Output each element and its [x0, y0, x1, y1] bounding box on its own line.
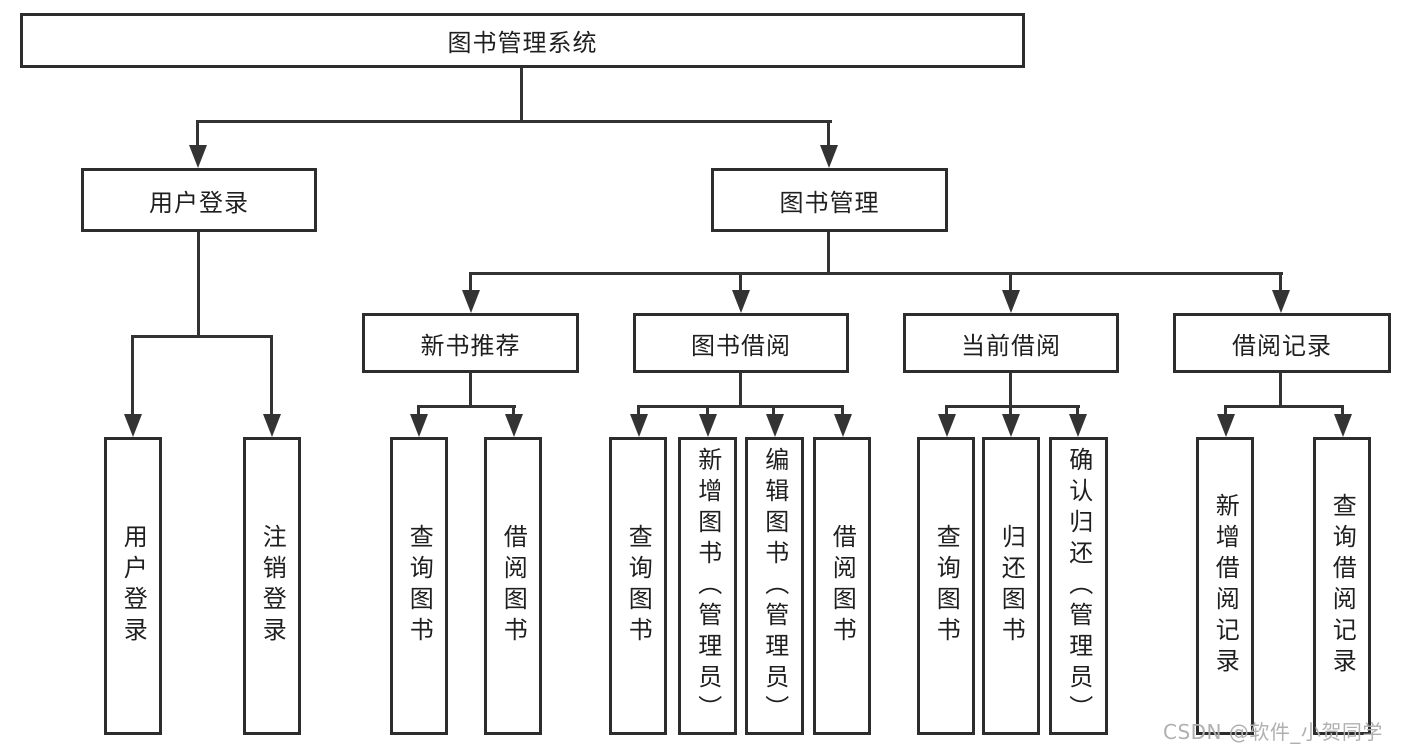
arrowhead-icon: [766, 414, 784, 437]
leaf-logout: 注销登录: [243, 437, 301, 735]
connector-line: [772, 405, 775, 419]
leaf-borrow-books-label: 借阅图书: [828, 524, 857, 648]
leaf-recommend-borrow-books-label: 借阅图书: [499, 524, 528, 648]
connector-line: [637, 405, 640, 419]
node-book-management-label: 图书管理: [779, 188, 880, 217]
connector-line: [637, 405, 844, 408]
arrowhead-icon: [505, 414, 523, 437]
connector-line: [131, 335, 134, 417]
leaf-edit-books-admin: 编辑图书（管理员）: [745, 437, 804, 735]
arrowhead-icon: [1272, 290, 1290, 313]
connector-line: [1279, 372, 1282, 408]
leaf-return-books: 归还图书: [982, 437, 1040, 735]
arrowhead-icon: [1002, 290, 1020, 313]
node-borrow-records: 借阅记录: [1173, 313, 1391, 373]
leaf-add-books-admin: 新增图书（管理员）: [678, 437, 737, 735]
connector-line: [520, 68, 523, 123]
watermark: CSDN @软件_小贺同学: [1163, 720, 1383, 744]
connector-line: [1009, 405, 1012, 419]
node-new-book-recommend: 新书推荐: [362, 313, 579, 373]
connector-line: [1224, 405, 1227, 419]
connector-line: [469, 272, 1283, 275]
leaf-confirm-return-admin-label: 确认归还（管理员）: [1064, 446, 1093, 726]
connector-line: [1076, 405, 1079, 419]
arrowhead-icon: [820, 145, 838, 168]
leaf-current-query-books-label: 查询图书: [932, 524, 961, 648]
connector-line: [512, 405, 515, 419]
connector-line: [417, 405, 516, 408]
leaf-return-books-label: 归还图书: [997, 524, 1026, 648]
arrowhead-icon: [410, 414, 428, 437]
connector-line: [469, 372, 472, 408]
connector-line: [1009, 372, 1012, 408]
arrowhead-icon: [630, 414, 648, 437]
leaf-recommend-query-books: 查询图书: [390, 437, 448, 735]
connector-line: [270, 335, 273, 417]
leaf-borrow-query-books: 查询图书: [609, 437, 667, 735]
connector-line: [1279, 272, 1282, 293]
leaf-borrow-query-books-label: 查询图书: [624, 524, 653, 648]
connector-line: [469, 272, 472, 293]
leaf-current-query-books: 查询图书: [917, 437, 975, 735]
arrowhead-icon: [124, 414, 142, 437]
arrowhead-icon: [1334, 414, 1352, 437]
leaf-borrow-books: 借阅图书: [813, 437, 871, 735]
leaf-confirm-return-admin: 确认归还（管理员）: [1049, 437, 1108, 735]
connector-line: [196, 120, 199, 150]
node-borrow-records-label: 借阅记录: [1232, 331, 1332, 360]
arrowhead-icon: [263, 414, 281, 437]
leaf-user-login: 用户登录: [104, 437, 162, 735]
arrowhead-icon: [732, 290, 750, 313]
node-root-label: 图书管理系统: [447, 29, 598, 57]
leaf-query-borrow-record-label: 查询借阅记录: [1328, 493, 1357, 679]
connector-line: [1341, 405, 1344, 419]
leaf-add-books-admin-label: 新增图书（管理员）: [693, 446, 722, 726]
arrowhead-icon: [1069, 414, 1087, 437]
arrowhead-icon: [699, 414, 717, 437]
connector-line: [197, 232, 200, 338]
node-book-borrow-label: 图书借阅: [691, 331, 791, 360]
connector-line: [197, 120, 832, 123]
connector-line: [1224, 405, 1344, 408]
arrowhead-icon: [834, 414, 852, 437]
connector-line: [706, 405, 709, 419]
connector-line: [841, 405, 844, 419]
node-user-login: 用户登录: [81, 168, 317, 232]
connector-line: [131, 335, 273, 338]
connector-line: [1009, 272, 1012, 293]
connector-line: [827, 120, 830, 150]
leaf-user-login-label: 用户登录: [119, 524, 148, 648]
connector-line: [945, 405, 948, 419]
leaf-logout-label: 注销登录: [258, 524, 287, 648]
node-root: 图书管理系统: [20, 13, 1025, 68]
connector-line: [945, 405, 1080, 408]
leaf-edit-books-admin-label: 编辑图书（管理员）: [760, 446, 789, 726]
node-user-login-label: 用户登录: [149, 188, 249, 217]
leaf-recommend-borrow-books: 借阅图书: [484, 437, 542, 735]
arrowhead-icon: [938, 414, 956, 437]
node-book-borrow: 图书借阅: [633, 313, 849, 373]
arrowhead-icon: [462, 290, 480, 313]
connector-line: [739, 272, 742, 293]
node-current-borrow: 当前借阅: [903, 313, 1119, 373]
connector-line: [739, 372, 742, 408]
node-book-management: 图书管理: [711, 168, 948, 232]
arrowhead-icon: [1217, 414, 1235, 437]
connector-line: [827, 232, 830, 275]
leaf-add-borrow-record-label: 新增借阅记录: [1211, 493, 1240, 679]
connector-line: [417, 405, 420, 419]
leaf-recommend-query-books-label: 查询图书: [405, 524, 434, 648]
leaf-add-borrow-record: 新增借阅记录: [1196, 437, 1254, 735]
arrowhead-icon: [1002, 414, 1020, 437]
leaf-query-borrow-record: 查询借阅记录: [1313, 437, 1371, 735]
node-current-borrow-label: 当前借阅: [961, 331, 1061, 360]
node-new-book-recommend-label: 新书推荐: [420, 331, 521, 360]
arrowhead-icon: [189, 145, 207, 168]
